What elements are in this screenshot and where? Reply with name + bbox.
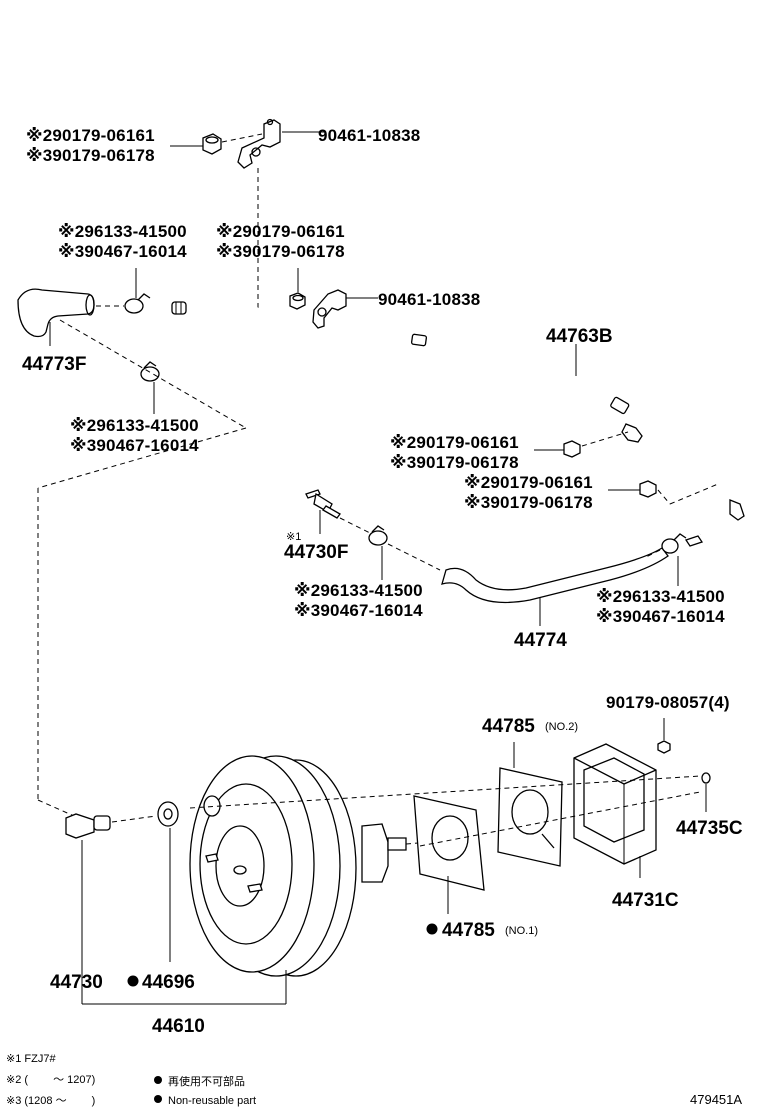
legend-dot [154, 1076, 162, 1084]
clamp-label-a: ※296133-41500 [58, 222, 187, 241]
hose-44774 [441, 547, 669, 626]
nut-and-washer [657, 718, 711, 812]
spacer [573, 743, 657, 878]
clip-label-a: ※290179-06161 [390, 433, 519, 452]
elbow-hose [17, 288, 95, 346]
clamp-label-b: ※390467-16014 [70, 436, 199, 455]
check-valve [65, 813, 157, 1004]
clamp-label-b: ※390467-16014 [294, 601, 423, 620]
legend-jp: 再使用不可部品 [168, 1074, 245, 1088]
footnote-1: ※1 FZJ7# [6, 1053, 56, 1065]
booster-label: 44610 [152, 1016, 205, 1037]
gasket-label: 44785 [442, 920, 495, 941]
clip-label-b: ※390179-06178 [216, 242, 345, 261]
clip-label-a: ※290179-06161 [464, 473, 593, 492]
spacer-label: 44731C [612, 890, 679, 911]
right-clip-1 [534, 431, 629, 458]
footnote-3: ※3 (1208 ～ ) [6, 1095, 95, 1107]
legend-en: Non-reusable part [168, 1095, 256, 1107]
gasket-no1 [413, 795, 485, 914]
vacuum-pipe [171, 300, 745, 536]
clip-label-a: ※290179-06161 [26, 126, 155, 145]
clamp-label-a: ※296133-41500 [294, 581, 423, 600]
clip-label-b: ※390179-06178 [390, 453, 519, 472]
diagram-id: 479451A [690, 1092, 742, 1107]
valve-note: ※1 [286, 531, 301, 543]
clamp-label-a: ※296133-41500 [70, 416, 199, 435]
mid-bracket-assembly [289, 268, 378, 329]
top-bracket-assembly [170, 118, 326, 310]
clamp-label-b: ※390467-16014 [58, 242, 187, 261]
clip-label-a: ※290179-06161 [216, 222, 345, 241]
clip-label-b: ※390179-06178 [464, 493, 593, 512]
clamp-label-a: ※296133-41500 [596, 587, 725, 606]
hose-label: 44773F [22, 354, 86, 375]
pipe-label: 44763B [546, 326, 613, 347]
clamp-valve [368, 525, 441, 580]
clamp-label-b: ※390467-16014 [596, 607, 725, 626]
brake-booster [189, 755, 431, 1004]
nut-label: 90179-08057(4) [606, 693, 730, 712]
clamp-lower-left [140, 361, 160, 414]
clip-label-b: ※390179-06178 [26, 146, 155, 165]
gasket-note: (NO.1) [505, 925, 538, 937]
bracket-label: 90461-10838 [318, 126, 420, 145]
gasket-note: (NO.2) [545, 721, 578, 733]
gasket-no2 [497, 742, 563, 867]
gasket-label: 44785 [482, 716, 535, 737]
non-reusable-mark [426, 923, 438, 935]
legend-dot [154, 1095, 162, 1103]
labels: ※290179-06161 ※390179-06178 90461-10838 … [22, 126, 743, 1037]
non-reusable-mark [127, 975, 139, 987]
valve-44730F [305, 489, 373, 535]
grommet-label: 44696 [142, 972, 195, 993]
footnote-2: ※2 ( ～ 1207) [6, 1074, 95, 1086]
washer-label: 44735C [676, 818, 743, 839]
right-clip-2 [608, 480, 719, 505]
check-valve-label: 44730 [50, 972, 103, 993]
clamp-top-left [96, 268, 151, 314]
hose-label: 44774 [514, 630, 567, 651]
grommet [157, 801, 179, 962]
footnotes: ※1 FZJ7# ※2 ( ～ 1207) ※3 (1208 ～ ) 再使用不可… [6, 1053, 742, 1107]
valve-label: 44730F [284, 542, 348, 563]
bracket-label: 90461-10838 [378, 290, 480, 309]
clamp-right-hose [643, 533, 704, 586]
